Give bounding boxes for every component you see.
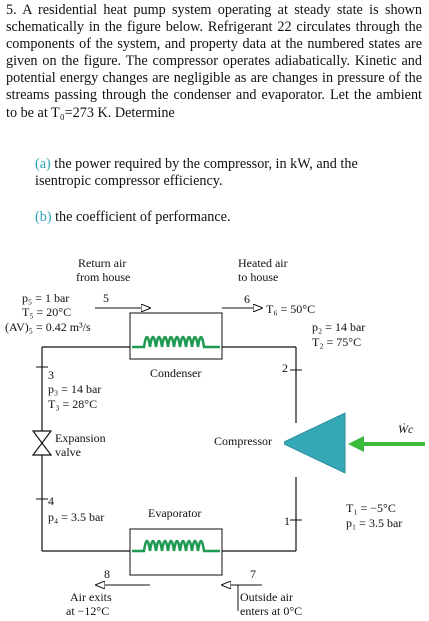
air-exits-label-1: Air exits: [70, 590, 112, 604]
state4-pressure: p₄ = 3.5 bar: [48, 510, 104, 524]
part-a-text: the power required by the compressor, in…: [35, 156, 358, 190]
condenser-label: Condenser: [150, 366, 201, 380]
state5-number: 5: [103, 291, 109, 305]
part-b-text: the coefficient of performance.: [55, 209, 231, 225]
problem-number: 5.: [6, 2, 17, 18]
state3-number: 3: [48, 368, 54, 382]
state6-number: 6: [244, 292, 250, 306]
state4-number: 4: [48, 494, 54, 508]
evaporator-label: Evaporator: [148, 506, 201, 520]
state5-temperature: T₅ = 20°C: [22, 305, 71, 319]
work-input-label: Ẇc: [398, 421, 414, 436]
problem-statement: 5. A residential heat pump system operat…: [6, 2, 422, 122]
state1-temperature: T₁ = −5°C: [346, 501, 396, 515]
question-part-a: (a) the power required by the compressor…: [35, 156, 415, 190]
outside-air-label-2: enters at 0°C: [240, 604, 302, 618]
return-air-label-2: from house: [76, 270, 130, 284]
outside-air-label-1: Outside air: [240, 590, 293, 604]
problem-text: A residential heat pump system operating…: [6, 2, 423, 121]
air-exits-label-2: at −12°C: [66, 604, 109, 618]
question-part-b: (b) the coefficient of performance.: [35, 209, 415, 226]
expansion-valve-label-1: Expansion: [55, 431, 106, 445]
compressor-label-bg: [212, 432, 284, 450]
state2-number: 2: [282, 361, 288, 375]
state8-number: 8: [104, 567, 110, 581]
heated-air-label-2: to house: [238, 270, 278, 284]
condenser-box: [129, 312, 223, 360]
state3-pressure: p₃ = 14 bar: [48, 382, 101, 396]
state2-temperature: T₂ = 75°C: [312, 335, 361, 349]
evaporator-coil-icon: [132, 539, 220, 553]
return-air-label-1: Return air: [78, 256, 126, 270]
state5-pressure: p₅ = 1 bar: [22, 291, 69, 305]
part-b-tag: (b): [35, 209, 52, 225]
condenser-coil-icon: [132, 335, 220, 349]
state1-pressure: p₁ = 3.5 bar: [346, 516, 402, 530]
state2-pressure: p₂ = 14 bar: [312, 320, 365, 334]
state7-number: 7: [250, 567, 256, 581]
state3-temperature: T₃ = 28°C: [48, 397, 97, 411]
expansion-valve-icon: [31, 430, 53, 456]
heat-pump-schematic: Return air from house Heated air to hous…: [5, 256, 425, 618]
work-input-arrowhead-icon: [348, 436, 364, 452]
state1-number: 1: [284, 514, 290, 528]
state6-temperature: T₆ = 50°C: [266, 302, 315, 316]
compressor-label: Compressor: [214, 434, 272, 448]
state5-flow: (AV)₅ = 0.42 m³/s: [5, 320, 91, 334]
expansion-valve-label-2: valve: [55, 445, 81, 459]
heated-air-label-1: Heated air: [238, 256, 288, 270]
compressor-icon: [280, 412, 346, 474]
part-a-tag: (a): [35, 156, 51, 172]
